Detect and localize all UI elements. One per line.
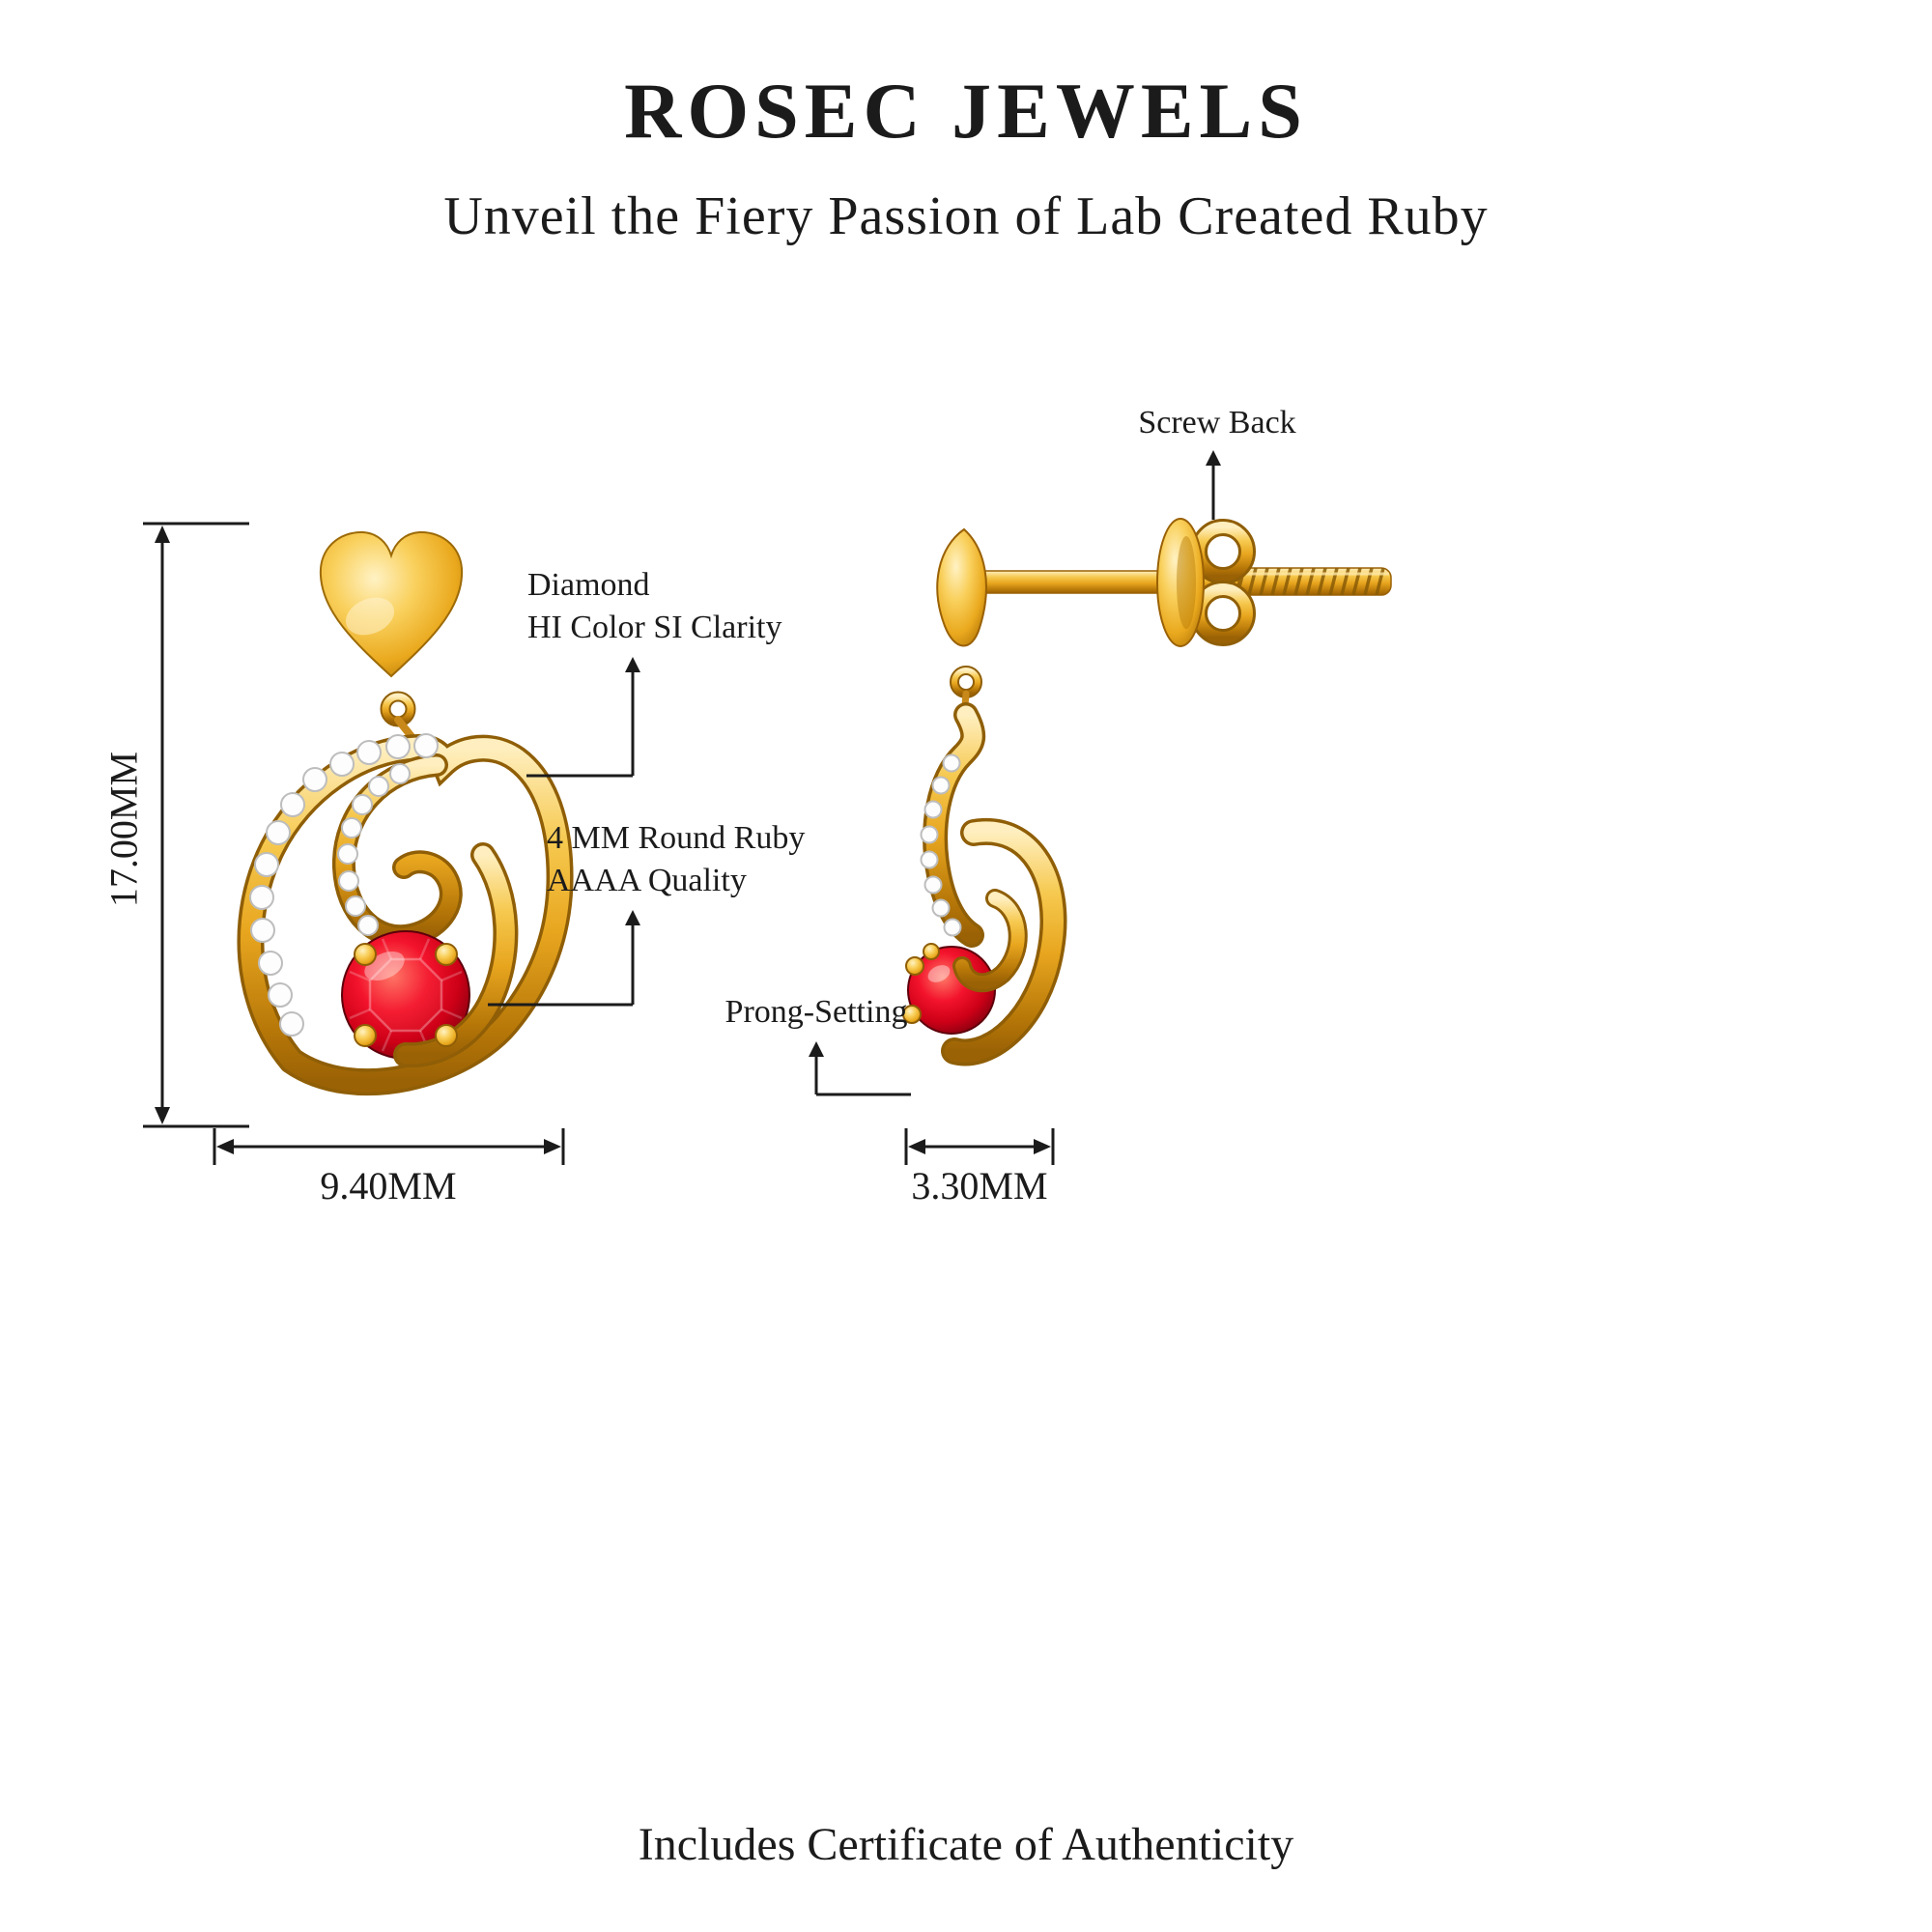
ruby-label-line1: 4 MM Round Ruby <box>547 820 806 856</box>
diamond-accents-outer <box>249 733 439 1037</box>
screw-threads <box>1236 567 1389 596</box>
screw-back-clutch <box>1156 518 1256 647</box>
tagline: Unveil the Fiery Passion of Lab Created … <box>443 186 1489 246</box>
ruby-leader-line <box>488 910 640 1007</box>
stud-profile <box>936 527 987 647</box>
side-prong-claws <box>902 943 940 1024</box>
depth-dimension-line <box>904 1128 1055 1165</box>
front-earring <box>237 530 574 1096</box>
diamond-label-line1: Diamond <box>527 567 650 603</box>
height-dimension-line <box>143 522 249 1128</box>
side-earring <box>902 518 1392 1066</box>
diamond-label: Diamond HI Color SI Clarity <box>527 564 781 648</box>
screw-back-leader-line <box>1206 450 1221 520</box>
diamond-leader-line <box>526 657 640 778</box>
side-diamond-band <box>920 702 986 948</box>
brand-title: ROSEC JEWELS <box>624 67 1308 155</box>
width-dimension-line <box>213 1128 565 1165</box>
heart-frame <box>237 733 574 1096</box>
height-dimension-label: 17.00MM <box>101 751 146 908</box>
ruby-label-line2: AAAA Quality <box>547 862 747 898</box>
prong-claws <box>354 943 458 1047</box>
screw-back-label: Screw Back <box>1138 405 1296 440</box>
ruby-stone <box>341 930 470 1060</box>
depth-dimension-label: 3.30MM <box>911 1164 1048 1208</box>
diamond-label-line2: HI Color SI Clarity <box>527 609 782 645</box>
prong-setting-label: Prong-Setting <box>724 994 908 1030</box>
prong-leader-line <box>809 1041 911 1096</box>
diamond-accents-swirl <box>337 763 411 936</box>
width-dimension-label: 9.40MM <box>320 1164 457 1208</box>
ruby-wrap-band <box>393 842 519 1068</box>
side-swirl <box>941 817 1067 1066</box>
certificate-note: Includes Certificate of Authenticity <box>638 1819 1294 1870</box>
top-heart <box>319 530 464 678</box>
ruby-label: 4 MM Round Ruby AAAA Quality <box>547 817 805 901</box>
